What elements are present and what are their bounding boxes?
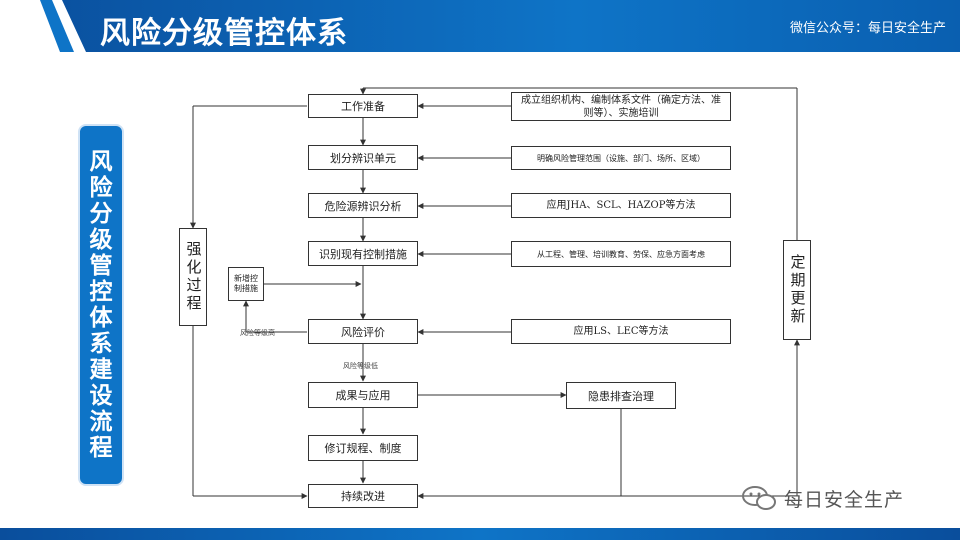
- process-title: 风险分级管控体系建设流程: [89, 149, 113, 461]
- step-results-application: 成果与应用: [308, 382, 418, 408]
- header-background: [0, 0, 960, 52]
- step-divide-units: 划分辨识单元: [308, 145, 418, 170]
- wechat-icon: [742, 486, 776, 510]
- step-risk-assessment: 风险评价: [308, 319, 418, 344]
- input-methods-jha: 应用JHA、SCL、HAZOP等方法: [511, 193, 731, 218]
- left-loop-label: 强化过程: [184, 241, 203, 313]
- input-scope: 明确风险管理范围（设施、部门、场所、区域）: [511, 146, 731, 170]
- right-loop-label: 定期更新: [788, 254, 807, 326]
- header-bar: 风险分级管控体系 微信公众号：每日安全生产: [0, 0, 960, 52]
- step-work-preparation: 工作准备: [308, 94, 418, 118]
- step-hazard-identification: 危险源辨识分析: [308, 193, 418, 218]
- right-loop-box: 定期更新: [783, 240, 811, 340]
- step-identify-controls: 识别现有控制措施: [308, 241, 418, 266]
- page-title: 风险分级管控体系: [100, 16, 348, 51]
- left-loop-box: 强化过程: [179, 228, 207, 326]
- step-revise-rules: 修订规程、制度: [308, 435, 418, 461]
- watermark-text: 每日安全生产: [784, 488, 905, 511]
- footer-bar: [0, 528, 960, 540]
- new-controls-box: 新增控制措施: [228, 267, 264, 301]
- input-methods-ls-lec: 应用LS、LEC等方法: [511, 319, 731, 344]
- watermark: 每日安全生产: [740, 484, 904, 512]
- process-title-panel: 风险分级管控体系建设流程: [78, 124, 124, 486]
- wechat-account-label: 微信公众号：每日安全生产: [789, 21, 946, 36]
- step-continuous-improvement: 持续改进: [308, 484, 418, 508]
- hazard-investigation-box: 隐患排查治理: [566, 382, 676, 409]
- input-organization: 成立组织机构、编制体系文件（确定方法、准则等）、实施培训: [511, 92, 731, 121]
- risk-grade-flow-label: 风险等级低: [343, 362, 378, 370]
- input-control-aspects: 从工程、管理、培训教育、劳保、应急方面考虑: [511, 241, 731, 267]
- risk-grade-label: 风险等级高: [240, 329, 275, 337]
